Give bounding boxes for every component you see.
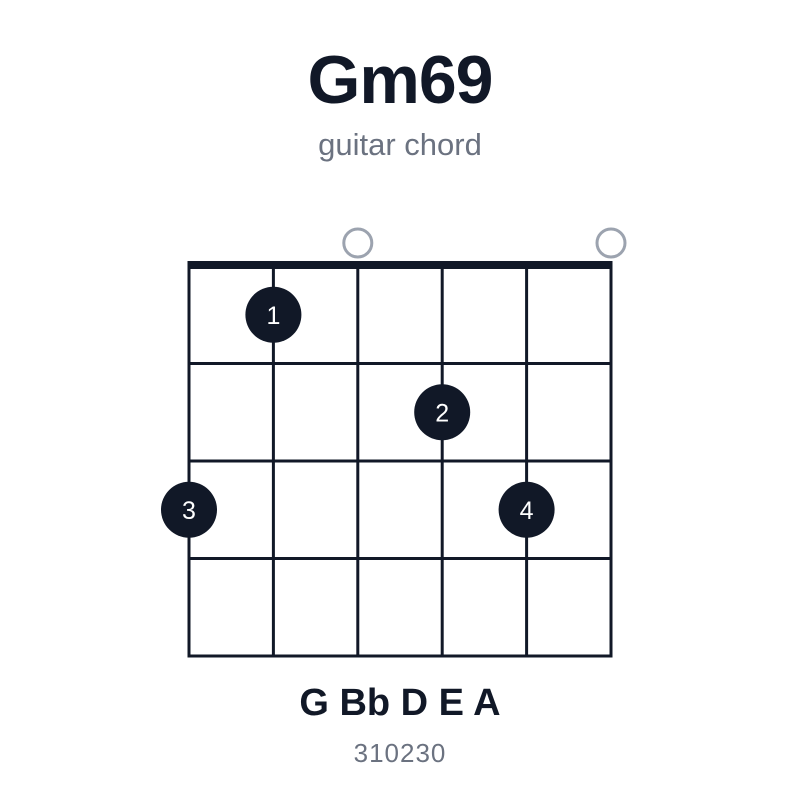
- finger-dot: 2: [414, 384, 471, 441]
- chord-subtitle: guitar chord: [318, 127, 482, 162]
- chord-fingering: 310230: [353, 738, 447, 768]
- fretboard-grid: [187, 261, 613, 658]
- finger-number: 3: [182, 497, 196, 525]
- open-string-marker: [595, 227, 627, 259]
- finger-dot-circle: [498, 481, 555, 538]
- chord-notes: G Bb D E A: [299, 682, 501, 724]
- finger-dot-circle: [161, 481, 217, 538]
- finger-number: 2: [435, 399, 449, 427]
- nut: [187, 261, 613, 269]
- finger-number: 1: [266, 302, 280, 330]
- open-string-marker: [342, 227, 374, 259]
- chord-name: Gm69: [307, 42, 494, 118]
- finger-dots: 1 2 3 4: [161, 286, 555, 538]
- finger-dot-circle: [245, 286, 302, 343]
- open-string-markers: [342, 227, 627, 259]
- finger-dot-circle: [414, 384, 471, 441]
- finger-number: 4: [520, 497, 534, 525]
- finger-dot: 4: [498, 481, 555, 538]
- finger-dot: 1: [245, 286, 302, 343]
- finger-dot: 3: [161, 481, 217, 538]
